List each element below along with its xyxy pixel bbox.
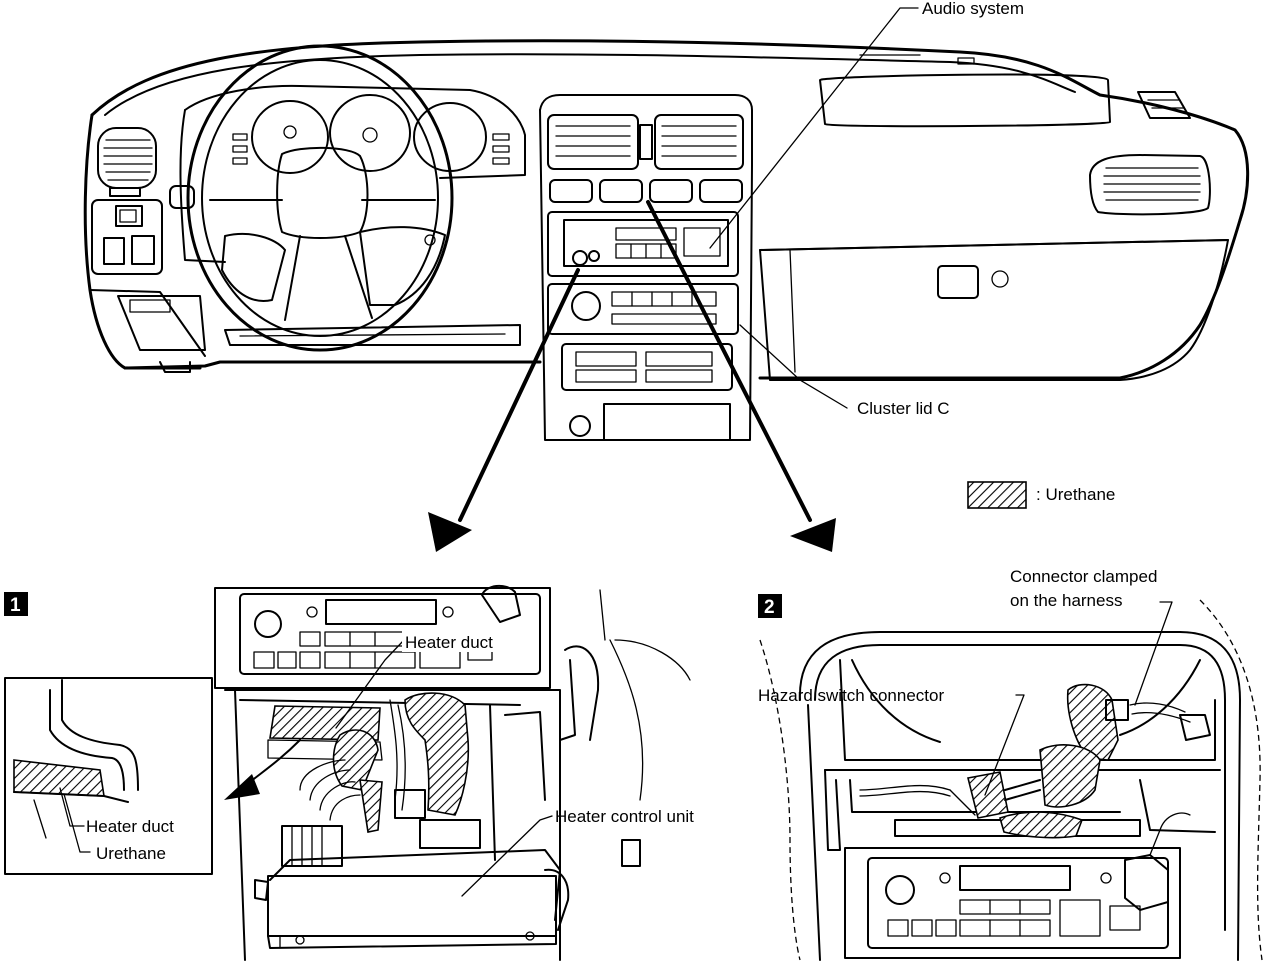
dashboard-illustration: [83, 39, 1250, 441]
svg-text:: Urethane: : Urethane: [1036, 485, 1115, 504]
svg-text:Hazard switch connector: Hazard switch connector: [758, 686, 944, 705]
step1-illustration: [214, 584, 691, 961]
label-connector-clamped: Connector clamped on the harness: [1010, 567, 1157, 610]
arrow-to-step2: [646, 200, 836, 552]
svg-text:Urethane: Urethane: [96, 844, 166, 863]
arrow-to-step1: [428, 268, 580, 552]
svg-text:Heater duct: Heater duct: [405, 633, 493, 652]
svg-text:Cluster lid C: Cluster lid C: [857, 399, 950, 418]
label-cluster-lid: Cluster lid C: [857, 399, 950, 418]
step1-leaders: [335, 639, 553, 897]
label-heater-control-unit: Heater control unit: [555, 807, 694, 826]
hatched-urethane-swatch-icon: [967, 481, 1027, 509]
label-heater-duct: Heater duct: [402, 630, 522, 652]
top-leader-lines: [709, 7, 919, 409]
svg-text:1: 1: [10, 595, 21, 616]
step2-leaders: [984, 601, 1173, 796]
label-hazard-switch-connector: Hazard switch connector: [758, 686, 944, 705]
svg-text:Heater control unit: Heater control unit: [555, 807, 694, 826]
step2-badge: 2: [758, 594, 782, 618]
svg-text:Connector clamped: Connector clamped: [1010, 567, 1157, 586]
svg-text:Heater duct: Heater duct: [86, 817, 174, 836]
svg-text:on the harness: on the harness: [1010, 591, 1122, 610]
step1-badge: 1: [4, 592, 28, 616]
svg-text:Audio system: Audio system: [922, 0, 1024, 18]
inset-detail: Heater duct Urethane: [4, 677, 213, 875]
legend-urethane: : Urethane: [967, 481, 1115, 509]
label-audio-system: Audio system: [922, 0, 1024, 18]
step2-illustration: [759, 599, 1263, 961]
svg-text:2: 2: [764, 597, 775, 618]
